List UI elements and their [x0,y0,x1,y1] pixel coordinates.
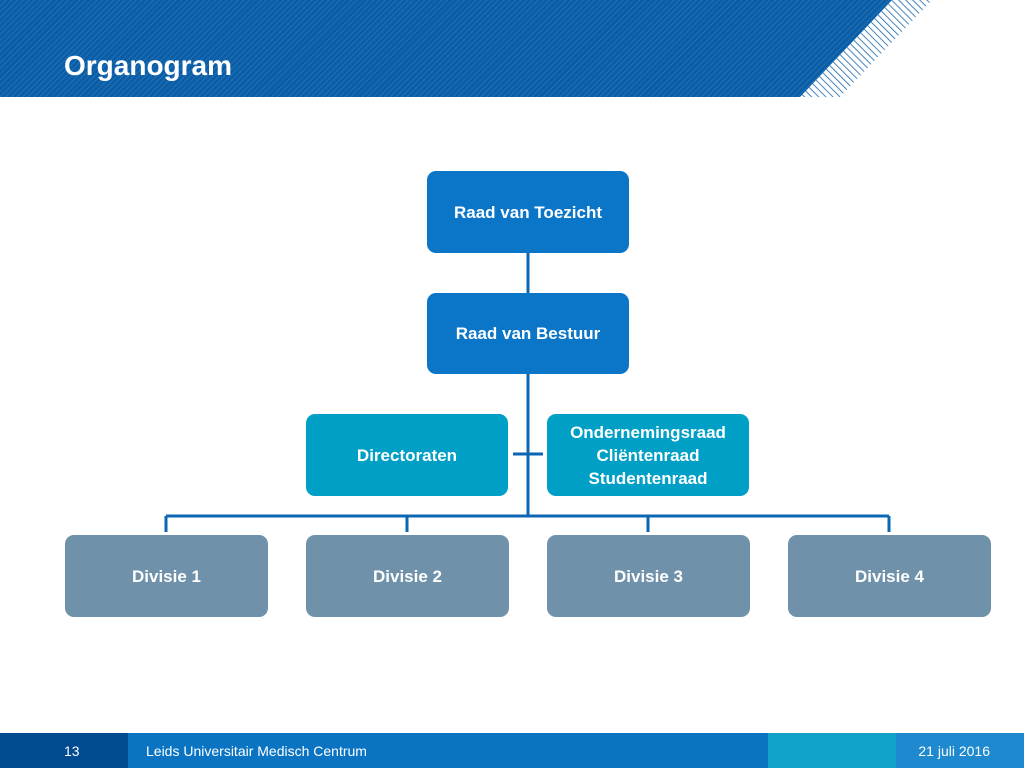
box-label: Divisie 1 [132,566,201,586]
box-divisie-2: Divisie 2 [306,535,509,617]
page-title: Organogram [64,50,233,81]
box-label-line: Ondernemingsraad [570,422,726,442]
box-label: Divisie 3 [614,566,683,586]
page-number: 13 [0,733,128,768]
box-medezeggenschap: Ondernemingsraad Cliëntenraad Studentenr… [547,414,749,496]
box-label: Divisie 4 [855,566,924,586]
box-raad-van-toezicht: Raad van Toezicht [427,171,629,253]
slide-footer: 13 Leids Universitair Medisch Centrum 21… [0,733,1024,768]
footer-accent [768,733,896,768]
slide-header: Organogram [0,0,1024,97]
header-decoration [800,0,1024,97]
box-label-line: Studentenraad [588,468,708,488]
box-label: Divisie 2 [373,566,442,586]
footer-date: 21 juli 2016 [896,733,1024,768]
box-raad-van-bestuur: Raad van Bestuur [427,293,629,374]
box-divisie-3: Divisie 3 [547,535,750,617]
box-label-line: Cliëntenraad [596,445,700,465]
box-divisie-1: Divisie 1 [65,535,268,617]
box-label: Directoraten [356,445,458,465]
box-divisie-4: Divisie 4 [788,535,991,617]
box-label: Raad van Bestuur [455,324,601,343]
footer-organization: Leids Universitair Medisch Centrum [128,733,768,768]
box-label: Raad van Toezicht [454,202,602,222]
box-directoraten: Directoraten [306,414,508,496]
